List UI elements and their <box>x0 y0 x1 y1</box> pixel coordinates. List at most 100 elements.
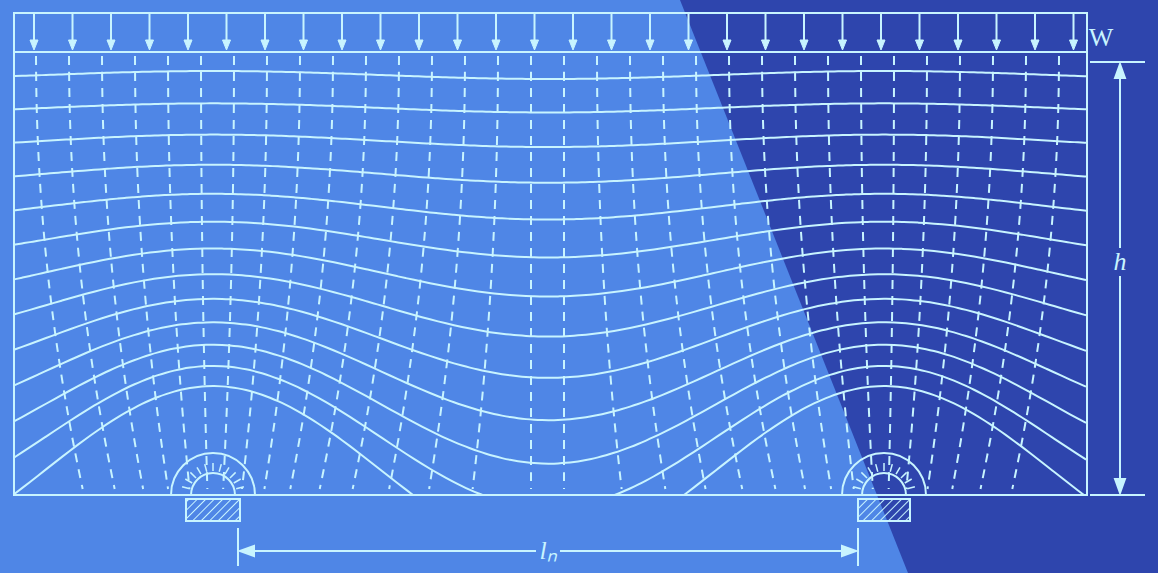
load-band-edge <box>14 51 1087 53</box>
load-arrowhead <box>1031 40 1039 50</box>
load-arrowhead <box>723 40 731 50</box>
beam-outline <box>14 13 1087 495</box>
load-arrowhead <box>954 40 962 50</box>
tension-trajectory <box>828 56 854 489</box>
tension-trajectory <box>906 56 927 489</box>
load-arrowhead <box>146 40 154 50</box>
stress-trajectory <box>14 249 1086 297</box>
radial-tick <box>190 472 196 478</box>
radial-tick <box>225 467 229 474</box>
tension-trajectory <box>389 56 432 489</box>
tension-trajectory <box>290 56 333 489</box>
radial-tick <box>907 487 915 489</box>
tension-trajectory <box>663 56 706 489</box>
span-label: lₙ <box>536 537 559 565</box>
load-arrow <box>803 13 805 44</box>
stress-trajectory <box>14 299 1086 378</box>
load-arrow <box>726 13 728 44</box>
dimension-tick <box>1090 494 1145 496</box>
radial-tick <box>905 479 912 483</box>
height-label: h <box>1111 248 1130 276</box>
tension-trajectory <box>981 56 1026 489</box>
load-arrow <box>1073 13 1075 44</box>
load-arrowhead <box>223 40 231 50</box>
radial-tick <box>896 467 900 474</box>
load-arrow <box>341 13 343 44</box>
load-arrow <box>264 13 266 44</box>
load-arrowhead <box>300 40 308 50</box>
tension-trajectory <box>102 56 143 489</box>
tension-trajectory <box>429 56 465 489</box>
tension-trajectory <box>223 56 234 489</box>
load-arrowhead <box>107 40 115 50</box>
stress-trajectory <box>14 103 1086 112</box>
load-arrow <box>457 13 459 44</box>
load-arrowhead <box>338 40 346 50</box>
tension-trajectory <box>264 56 300 489</box>
stress-trajectory <box>14 366 1086 495</box>
load-arrow <box>226 13 228 44</box>
radial-tick <box>197 467 201 474</box>
load-arrow <box>649 13 651 44</box>
tension-trajectory <box>168 56 189 489</box>
load-arrow <box>534 13 536 44</box>
load-arrow <box>996 13 998 44</box>
tension-trajectory <box>795 56 831 489</box>
load-arrow <box>33 13 35 44</box>
dimension-tick <box>237 528 239 566</box>
load-arrowhead <box>839 40 847 50</box>
tension-trajectory <box>696 56 742 489</box>
load-arrowhead <box>800 40 808 50</box>
load-arrowhead <box>261 40 269 50</box>
support-arc <box>862 473 906 495</box>
support-arc <box>191 473 235 495</box>
tension-trajectory <box>597 56 622 489</box>
load-arrowhead <box>877 40 885 50</box>
load-arrow <box>611 13 613 44</box>
radial-tick <box>234 479 241 483</box>
radial-tick <box>205 464 207 472</box>
load-arrow <box>187 13 189 44</box>
radial-tick <box>861 472 867 478</box>
radial-tick <box>230 472 236 478</box>
load-arrow <box>149 13 151 44</box>
load-arrow <box>919 13 921 44</box>
load-arrowhead <box>685 40 693 50</box>
load-arrow <box>110 13 112 44</box>
load-arrowhead <box>377 40 385 50</box>
tension-trajectory <box>630 56 665 489</box>
stress-trajectory <box>14 71 1086 79</box>
load-arrow <box>495 13 497 44</box>
load-arrow <box>72 13 74 44</box>
load-arrowhead <box>454 40 462 50</box>
tension-trajectory <box>242 56 267 489</box>
load-arrow <box>957 13 959 44</box>
tension-trajectory <box>762 56 805 489</box>
tension-trajectory <box>928 56 960 489</box>
tension-trajectory <box>69 56 115 489</box>
tension-trajectory <box>1012 56 1059 489</box>
load-arrowhead <box>415 40 423 50</box>
support-block <box>186 499 240 521</box>
load-arrow <box>418 13 420 44</box>
load-arrowhead <box>531 40 539 50</box>
load-arrowhead <box>492 40 500 50</box>
load-arrow <box>303 13 305 44</box>
stress-trajectory <box>14 345 1086 464</box>
radial-tick <box>890 464 892 472</box>
load-arrowhead <box>69 40 77 50</box>
tension-trajectory <box>201 56 207 489</box>
tension-trajectory <box>320 56 366 489</box>
load-arrow <box>688 13 690 44</box>
support-block <box>858 499 910 521</box>
tension-trajectory <box>563 56 565 489</box>
tension-trajectory <box>353 56 399 489</box>
load-arrowhead <box>608 40 616 50</box>
tension-trajectory <box>135 56 168 489</box>
load-arrowhead <box>569 40 577 50</box>
tension-trajectory <box>729 56 775 489</box>
tension-trajectory <box>889 56 894 489</box>
load-arrowhead <box>993 40 1001 50</box>
